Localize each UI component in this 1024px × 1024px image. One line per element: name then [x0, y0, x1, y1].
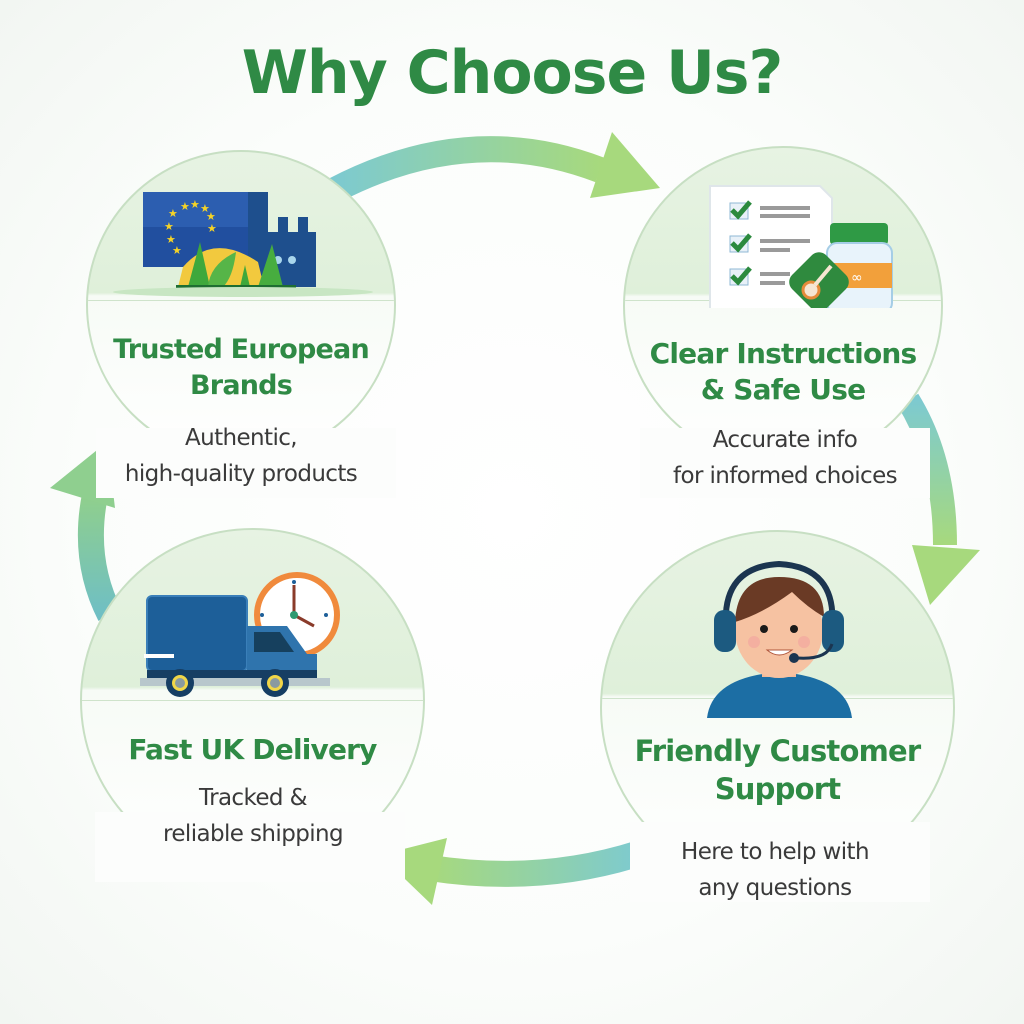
svg-text:★: ★: [190, 198, 200, 211]
card-bottom-cutout: [640, 428, 930, 498]
svg-text:★: ★: [200, 202, 210, 215]
card-bottom-cutout: [630, 822, 930, 902]
subtext-line-1: Tracked &: [199, 785, 308, 811]
card-divider: [88, 300, 394, 301]
svg-text:★: ★: [172, 244, 182, 257]
arrow-down-right: [897, 393, 980, 605]
heading-line-2: & Safe Use: [700, 373, 866, 406]
svg-text:★: ★: [206, 210, 216, 223]
subtext-line-2: any questions: [698, 875, 852, 901]
heading-line-1: Trusted European: [113, 334, 370, 365]
svg-text:∞: ∞: [851, 270, 863, 286]
feature-card-clear-instructions: ∞ Clear Instructions & Safe Use: [623, 146, 943, 466]
feature-heading: Trusted European Brands: [88, 332, 394, 404]
arrow-left-bottom: [380, 838, 644, 905]
card-bottom-cutout: [95, 812, 405, 882]
subtext-line-1: Authentic,: [185, 425, 298, 451]
feature-subtext: Authentic, high-quality products: [96, 420, 386, 492]
subtext-line-2: for informed choices: [672, 463, 898, 489]
feature-subtext: Accurate info for informed choices: [640, 422, 930, 494]
eu-flag-castle-icon: ★★★ ★★★ ★★★: [113, 192, 373, 297]
headset-agent-icon: [707, 560, 852, 718]
feature-heading: Clear Instructions & Safe Use: [625, 336, 941, 408]
arrow-right-top: [329, 132, 660, 202]
svg-text:★: ★: [168, 207, 178, 220]
svg-text:★: ★: [166, 233, 176, 246]
feature-subtext: Tracked & reliable shipping: [108, 780, 398, 852]
page-title: Why Choose Us?: [241, 38, 784, 108]
heading-line-2: Support: [714, 772, 841, 806]
svg-text:★: ★: [164, 220, 174, 233]
subtext-line-1: Here to help with: [681, 839, 869, 865]
feature-heading: Fast UK Delivery: [82, 732, 423, 768]
svg-text:★: ★: [180, 200, 190, 213]
heading-line-1: Clear Instructions: [649, 337, 918, 370]
card-bottom-cutout: [96, 428, 396, 498]
subtext-line-2: high-quality products: [124, 461, 358, 487]
heading-line-2: Brands: [190, 370, 293, 401]
card-divider: [82, 700, 423, 701]
heading-line-1: Fast UK Delivery: [128, 733, 377, 766]
checklist-bottle-icon: ∞: [709, 185, 893, 308]
heading-line-1: Friendly Customer: [634, 734, 922, 768]
svg-text:★: ★: [207, 222, 217, 235]
feature-card-trusted-european-brands: ★★★ ★★★ ★★★ Trusted European Brands: [86, 150, 396, 460]
subtext-line-2: reliable shipping: [163, 821, 344, 847]
feature-subtext: Here to help with any questions: [630, 834, 920, 906]
truck-clock-icon: [140, 572, 340, 697]
subtext-line-1: Accurate info: [712, 427, 858, 453]
feature-heading: Friendly Customer Support: [602, 732, 953, 808]
